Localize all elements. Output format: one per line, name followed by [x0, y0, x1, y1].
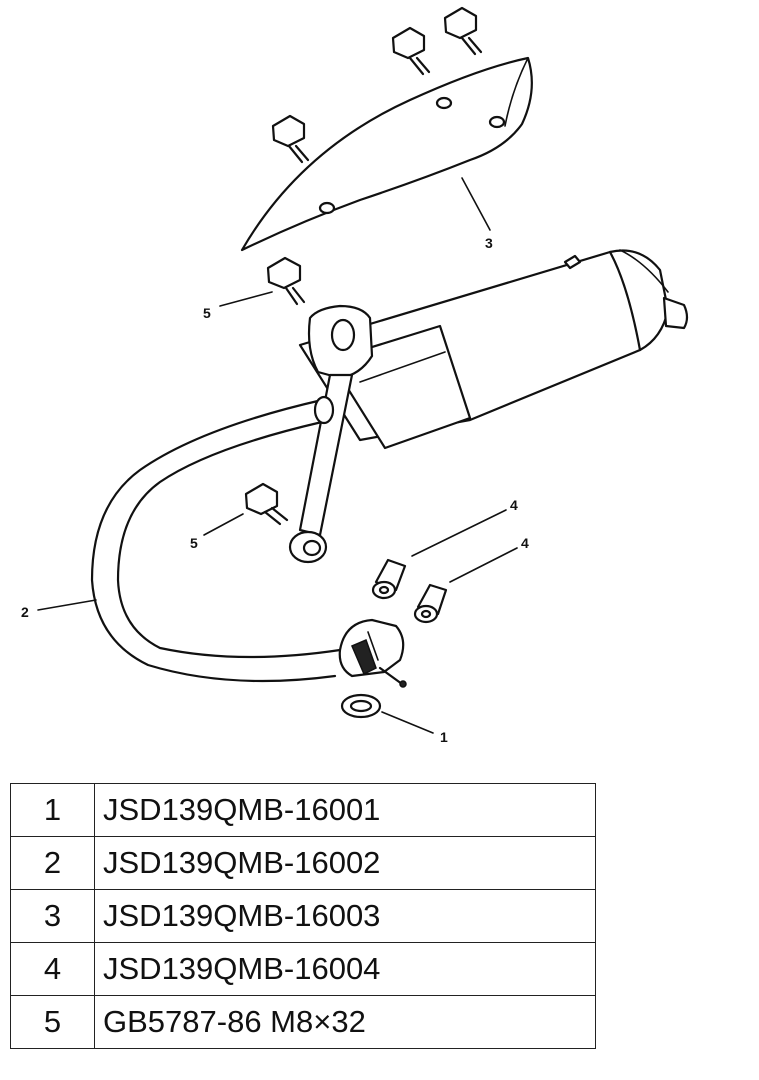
part-code: GB5787-86 M8×32: [94, 995, 596, 1049]
part-code: JSD139QMB-16002: [94, 836, 596, 890]
parts-table: 1 JSD139QMB-16001 2 JSD139QMB-16002 3 JS…: [10, 783, 596, 1049]
bolt-part-5-upper: [266, 256, 306, 306]
callout-1: 1: [440, 729, 448, 745]
heat-shield: [240, 56, 533, 252]
part-code: JSD139QMB-16001: [94, 783, 596, 837]
part-number: 1: [10, 783, 95, 837]
exhaust-exploded-diagram: 3 5 5 2 4 4 1: [21, 6, 689, 745]
part-code: JSD139QMB-16004: [94, 942, 596, 996]
gasket-part-1: [340, 693, 382, 719]
shield-bolt: [271, 114, 310, 164]
part-number: 3: [10, 889, 95, 943]
callout-4-upper: 4: [510, 497, 518, 513]
collar-part-4-right: [413, 583, 448, 624]
callout-2: 2: [21, 604, 29, 620]
part-number: 4: [10, 942, 95, 996]
callout-5-upper: 5: [203, 305, 211, 321]
part-code: JSD139QMB-16003: [94, 889, 596, 943]
table-row: 1 JSD139QMB-16001: [10, 783, 596, 837]
table-row: 5 GB5787-86 M8×32: [10, 995, 596, 1049]
shield-bolt: [443, 6, 483, 56]
bolt-part-5-lower: [244, 482, 289, 526]
table-row: 2 JSD139QMB-16002: [10, 836, 596, 890]
callout-5-lower: 5: [190, 535, 198, 551]
table-row: 4 JSD139QMB-16004: [10, 942, 596, 996]
part-number: 5: [10, 995, 95, 1049]
exhaust-muffler-assembly: [90, 249, 689, 688]
callout-4-lower: 4: [521, 535, 529, 551]
part-number: 2: [10, 836, 95, 890]
leader-lines: [37, 177, 518, 734]
callout-3: 3: [485, 235, 493, 251]
shield-bolt: [391, 26, 431, 76]
table-row: 3 JSD139QMB-16003: [10, 889, 596, 943]
collar-part-4-left: [371, 558, 407, 600]
